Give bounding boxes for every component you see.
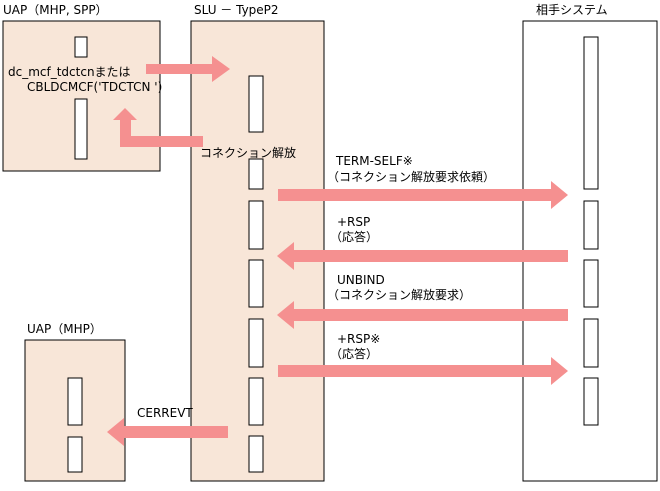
return-arrow	[113, 108, 203, 147]
call-label-line2: CBLDCMCF('TDCTCN ')	[27, 80, 162, 94]
uap-bottom-title: UAP（MHP）	[27, 322, 102, 336]
activation-bar	[74, 98, 88, 160]
cerrevt-arrow	[107, 418, 228, 446]
activation-bar	[248, 158, 264, 190]
activation-bar	[583, 36, 599, 190]
activation-bar	[248, 318, 264, 368]
term-self-arrow	[278, 181, 568, 209]
activation-bar	[583, 259, 599, 308]
unbind-label: UNBIND	[337, 273, 385, 287]
unbind-desc: （コネクション解放要求）	[327, 287, 471, 302]
activation-bar	[583, 377, 599, 426]
call-label-line1: dc_mcf_tdctcnまたは	[8, 65, 131, 79]
activation-bar	[67, 377, 83, 426]
rsp-label: +RSP	[337, 215, 370, 229]
uap-top-title: UAP（MHP, SPP）	[3, 3, 108, 17]
cerrevt-label: CERREVT	[137, 406, 193, 420]
call-arrow	[146, 56, 230, 82]
rsp-arrow	[277, 242, 568, 270]
unbind-arrow	[277, 301, 568, 329]
activation-bar	[74, 36, 88, 58]
activation-bar	[583, 200, 599, 250]
activation-bar	[248, 435, 264, 473]
term-self-label: TERM-SELF※	[335, 154, 413, 168]
activation-bar	[583, 318, 599, 368]
rsp2-label: +RSP※	[337, 332, 380, 346]
activation-bar	[248, 259, 264, 308]
rsp-desc: （応答）	[330, 229, 378, 244]
activation-bar	[248, 75, 264, 133]
partner-title: 相手システム	[536, 3, 608, 17]
slu-title: SLU － TypeP2	[194, 3, 279, 17]
activation-bar	[248, 377, 264, 426]
release-label: コネクション解放	[200, 145, 296, 160]
activation-bar	[67, 436, 83, 473]
rsp2-desc: （応答）	[330, 346, 378, 361]
activation-bar	[248, 200, 264, 250]
term-self-desc: （コネクション解放要求依頼）	[327, 169, 495, 184]
rsp2-arrow	[278, 357, 568, 385]
